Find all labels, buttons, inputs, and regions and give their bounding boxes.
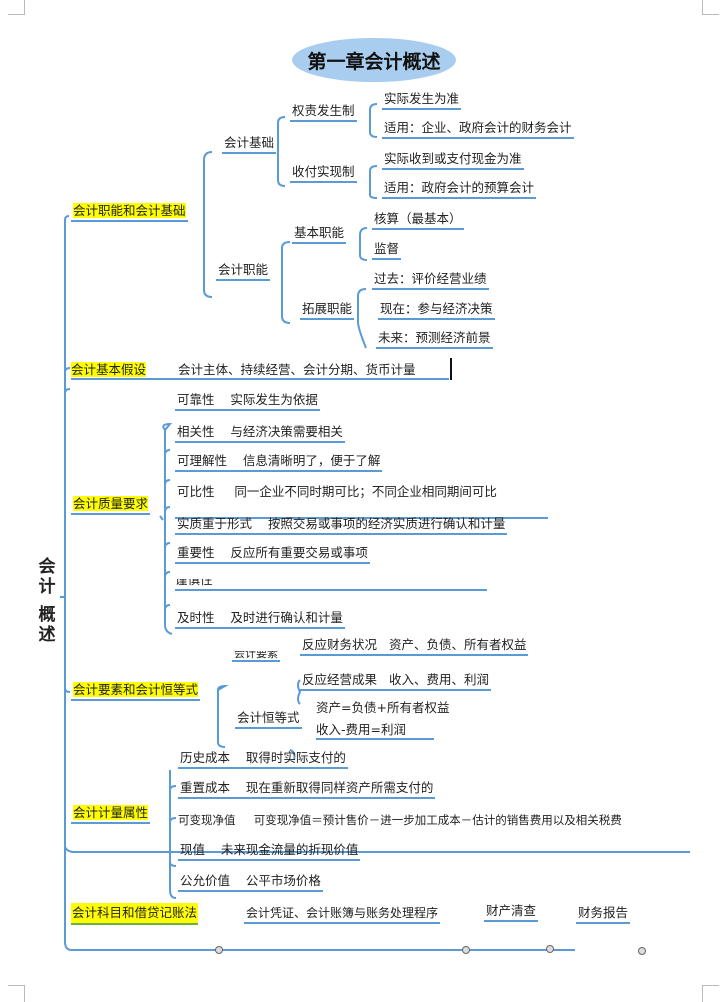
quality-item-clipped[interactable]: 谨慎性 不应高估资产或收益、低估负债或费用 xyxy=(175,579,487,591)
element-item[interactable]: 反应经营成果 收入、费用、利润 xyxy=(300,672,491,691)
connector-dot xyxy=(215,946,223,954)
node-assumptions[interactable]: 会计基本假设 会计主体、持续经营、会计分期、货币计量 xyxy=(71,362,449,380)
node-label: 会计质量要求 xyxy=(73,496,149,511)
node-accounting-basis[interactable]: 会计基础 xyxy=(222,135,277,154)
node-functions[interactable]: 会计职能 xyxy=(216,262,271,281)
node-elements[interactable]: 会计要素和会计恒等式 xyxy=(71,682,201,701)
node-label: 会计职能和会计基础 xyxy=(73,203,186,218)
root-char: 概 xyxy=(38,605,56,625)
node-equation[interactable]: 会计恒等式 xyxy=(235,710,302,729)
leaf-basic-1[interactable]: 核算（最基本） xyxy=(372,211,464,230)
leaf-cash-1[interactable]: 实际收到或支付现金为准 xyxy=(382,151,524,170)
leaf-cash-2[interactable]: 适用：政府会计的预算会计 xyxy=(382,180,537,199)
title-ellipse xyxy=(292,38,456,82)
leaf-accrual-1[interactable]: 实际发生为准 xyxy=(382,91,462,110)
followup-vouchers[interactable]: 会计凭证、会计账簿与账务处理程序 xyxy=(244,905,441,924)
node-label: 会计科目和借贷记账法 xyxy=(71,903,199,923)
node-accounting-elements[interactable]: 会计要素 xyxy=(232,651,280,662)
quality-item[interactable]: 可理解性 信息清晰明了，便于了解 xyxy=(175,453,383,472)
quality-item[interactable]: 及时性 及时进行确认和计量 xyxy=(175,610,345,629)
followup-property-check[interactable]: 财产清查 xyxy=(484,903,539,922)
root-char: 述 xyxy=(38,625,56,645)
node-label: 会计基本假设 xyxy=(71,362,147,377)
leaf-extended-2[interactable]: 现在：参与经济决策 xyxy=(378,301,495,320)
root-node[interactable]: 会 计 概 述 xyxy=(37,557,57,645)
root-char: 计 xyxy=(38,577,56,597)
node-measurement[interactable]: 会计计量属性 xyxy=(71,805,151,824)
node-cash[interactable]: 收付实现制 xyxy=(290,164,357,183)
equation-1[interactable]: 资产=负债+所有者权益 xyxy=(316,700,450,715)
text-cursor xyxy=(450,358,452,380)
node-basic-functions[interactable]: 基本职能 xyxy=(292,225,347,244)
node-quality[interactable]: 会计质量要求 xyxy=(71,496,151,515)
measurement-item[interactable]: 可变现净值 可变现净值＝预计售价－进一步加工成本－估计的销售费用以及相关税费 xyxy=(178,813,622,827)
quality-item[interactable]: 相关性 与经济决策需要相关 xyxy=(175,424,345,443)
equation-2[interactable]: 收入-费用=利润 xyxy=(316,722,434,740)
node-subjects[interactable]: 会计科目和借贷记账法 xyxy=(71,903,199,925)
page-corner-bl xyxy=(8,985,25,1002)
node-extended-functions[interactable]: 拓展职能 xyxy=(300,301,355,320)
measurement-item[interactable]: 现值 未来现金流量的折现价值 xyxy=(178,842,361,861)
page-corner-tr xyxy=(702,0,719,15)
connector-dot xyxy=(462,946,470,954)
quality-item[interactable]: 可靠性 实际发生为依据 xyxy=(175,392,320,411)
page-corner-tl xyxy=(8,0,25,15)
leaf-extended-3[interactable]: 未来：预测经济前景 xyxy=(376,330,493,349)
quality-item[interactable]: 可比性 同一企业不同时期可比；不同企业相同期间可比 xyxy=(177,484,497,499)
quality-item[interactable]: 重要性 反应所有重要交易或事项 xyxy=(175,545,370,564)
followup-financial-report[interactable]: 财务报告 xyxy=(576,905,631,924)
root-char: 会 xyxy=(38,557,56,577)
leaf-extended-1[interactable]: 过去：评价经营业绩 xyxy=(372,271,489,290)
element-item[interactable]: 反应财务状况 资产、负债、所有者权益 xyxy=(300,637,529,656)
node-basis[interactable]: 会计职能和会计基础 xyxy=(71,203,188,222)
connector-dot xyxy=(546,945,554,953)
quality-item[interactable]: 实质重于形式 按照交易或事项的经济实质进行确认和计量 xyxy=(175,516,508,535)
connector-dot xyxy=(638,947,646,955)
assumptions-text: 会计主体、持续经营、会计分期、货币计量 xyxy=(177,362,416,377)
page-corner-br xyxy=(702,985,719,1002)
measurement-item[interactable]: 重置成本 现在重新取得同样资产所需支付的 xyxy=(178,780,436,799)
node-accrual[interactable]: 权责发生制 xyxy=(290,103,357,122)
measurement-item[interactable]: 历史成本 取得时实际支付的 xyxy=(178,750,348,769)
node-label: 会计计量属性 xyxy=(73,805,149,820)
leaf-accrual-2[interactable]: 适用：企业、政府会计的财务会计 xyxy=(382,120,574,139)
leaf-basic-2[interactable]: 监督 xyxy=(372,241,402,260)
page-title: 第一章会计概述 xyxy=(307,50,441,73)
measurement-item[interactable]: 公允价值 公平市场价格 xyxy=(178,873,323,892)
node-label: 会计要素和会计恒等式 xyxy=(73,682,199,697)
